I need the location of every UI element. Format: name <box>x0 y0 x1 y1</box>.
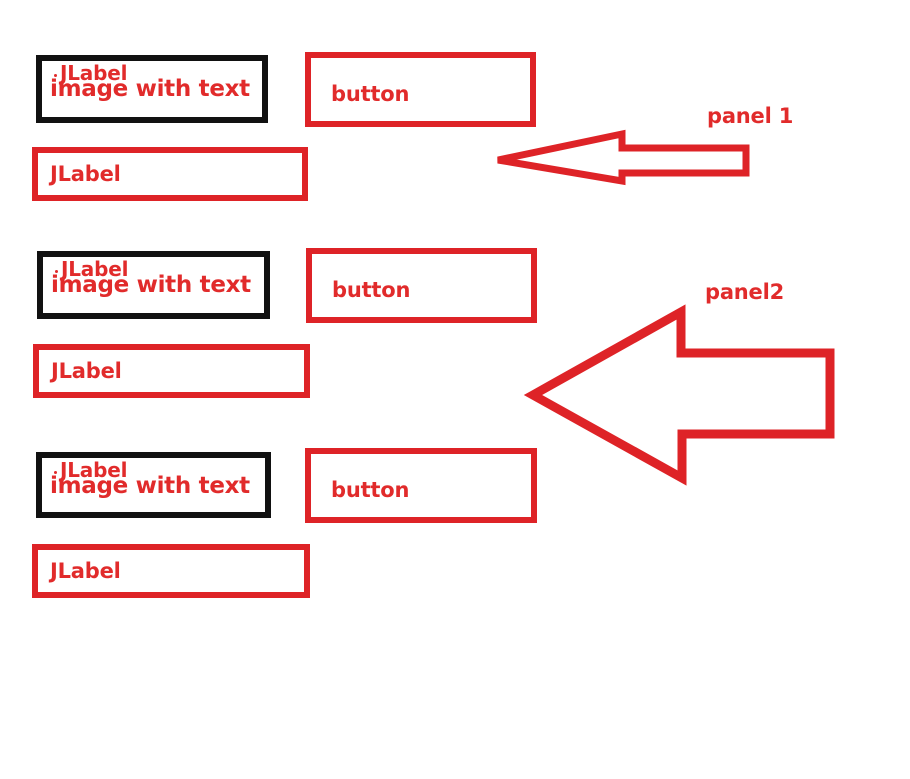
plain-label-text-3: JLabel <box>50 559 121 583</box>
plain-label-box-1[interactable]: JLabel <box>32 147 308 201</box>
image-label-line-big-1: image with text <box>50 76 250 102</box>
image-label-line-small-1: JLabel <box>60 61 128 85</box>
button-label-2: button <box>332 278 411 302</box>
label-dot-icon-3 <box>54 471 57 474</box>
plain-label-text-1: JLabel <box>50 162 121 186</box>
button-box-3[interactable]: button <box>305 448 537 523</box>
plain-label-box-2[interactable]: JLabel <box>33 344 310 398</box>
plain-label-box-3[interactable]: JLabel <box>32 544 310 598</box>
image-label-box-1[interactable]: JLabel image with text <box>36 55 268 123</box>
button-box-2[interactable]: button <box>306 248 537 323</box>
button-box-1[interactable]: button <box>305 52 536 127</box>
image-label-line-big-3: image with text <box>50 473 250 499</box>
panel-1-caption: panel 1 <box>707 104 794 128</box>
button-label-3: button <box>331 478 410 502</box>
image-label-line-small-3: JLabel <box>60 458 128 482</box>
panel-1-arrow-shape <box>497 129 750 186</box>
label-dot-icon-1 <box>54 74 57 77</box>
image-label-box-2[interactable]: JLabel image with text <box>37 251 270 319</box>
label-dot-icon-2 <box>55 270 58 273</box>
image-label-line-big-2: image with text <box>51 272 251 298</box>
image-label-line-small-2: JLabel <box>61 257 129 281</box>
panel-2-caption: panel2 <box>705 280 785 304</box>
plain-label-text-2: JLabel <box>51 359 122 383</box>
panel-2-arrow-shape <box>523 304 835 486</box>
button-label-1: button <box>331 82 410 106</box>
image-label-box-3[interactable]: JLabel image with text <box>36 452 271 518</box>
